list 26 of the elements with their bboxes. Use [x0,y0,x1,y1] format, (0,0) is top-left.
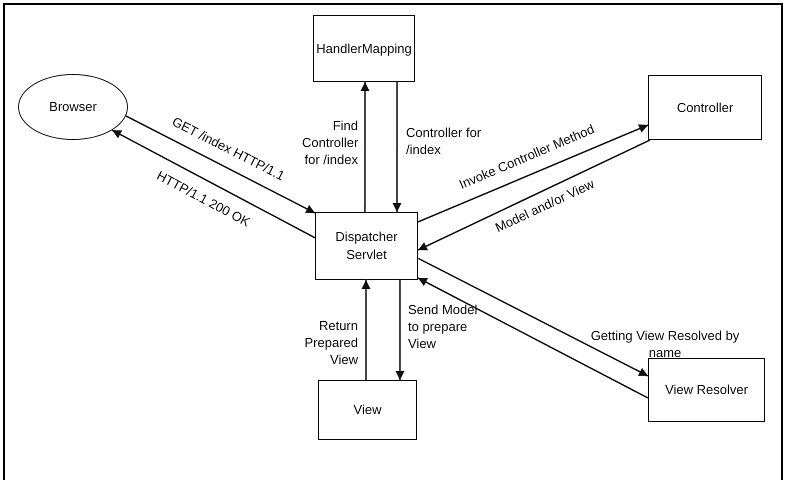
arrow [112,130,316,238]
node-label: HandlerMapping [316,40,412,58]
node-label: Browser [49,98,97,116]
arrow [395,280,404,380]
node-label: View Resolver [665,381,748,399]
arrow [418,258,648,377]
arrow [418,139,650,251]
arrow [418,124,648,223]
arrow [360,82,370,212]
arrow [392,82,402,212]
edge-label: Find Controller for /index [302,118,358,169]
arrow [126,115,316,214]
arrow [418,277,648,399]
component-box [313,15,415,82]
edge-label: Controller for /index [406,125,482,159]
edge-label: Return Prepared View [304,318,358,369]
component-box [315,212,418,280]
component-box [648,75,762,140]
node-label: Controller [676,98,734,116]
node-label: Dispatcher Servlet [334,228,399,264]
edge-label: Send Model to prepare View [408,302,478,353]
edge-label: Getting View Resolved by name [590,328,740,362]
node-label: View [354,401,382,419]
arrow [362,280,370,380]
component-box [318,380,417,440]
component-box [648,358,765,422]
